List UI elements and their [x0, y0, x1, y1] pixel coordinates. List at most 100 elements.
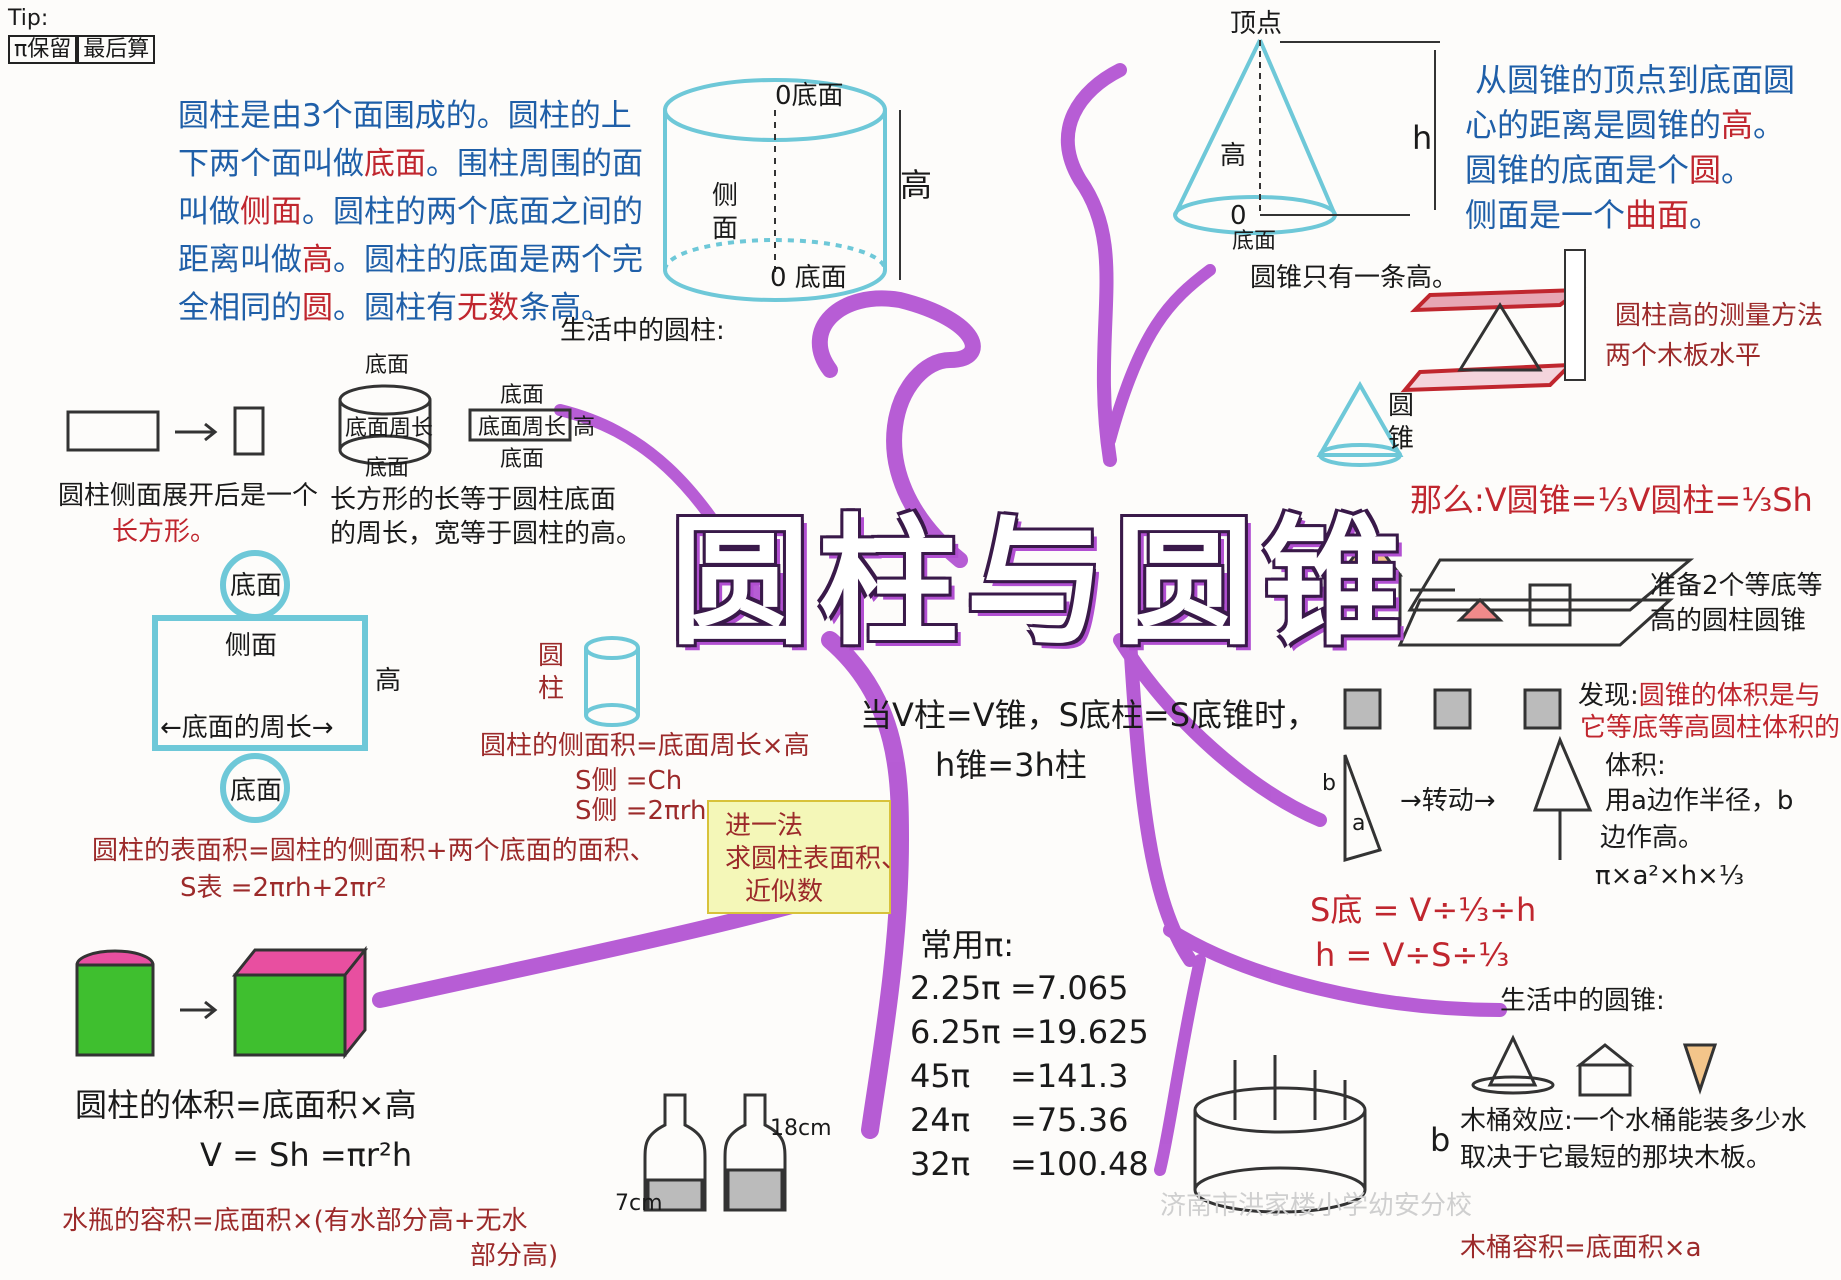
- one-height-note: 圆锥只有一条高。: [1250, 263, 1459, 293]
- unfold-line1: 圆柱侧面展开后是一个: [58, 481, 319, 511]
- cone-solve-l2: h = V÷S÷⅓: [1315, 936, 1510, 974]
- cone-def-l3: 圆锥的底面是个圆。: [1465, 150, 1753, 190]
- cyl-height-label: 高: [900, 166, 933, 204]
- life-cylinder-heading: 生活中的圆柱:: [560, 316, 725, 346]
- experiment: [1337, 532, 1695, 862]
- branch-down-left: [821, 631, 910, 1139]
- rot-vol-l2: 用a边作半径，b: [1605, 786, 1794, 816]
- cone-def-l3b: 。: [1721, 151, 1754, 189]
- pi-row-1-key: 2.25π: [910, 969, 1001, 1007]
- volume-formula: 圆柱的体积=底面积×高: [75, 1086, 417, 1124]
- surface-eq: S表 =2πrh+2πr²: [180, 873, 387, 903]
- branch-right-upper: [1104, 264, 1216, 446]
- measure-l1: 圆柱高的测量方法: [1615, 301, 1824, 331]
- pi-row-3-key: 45π: [910, 1057, 970, 1095]
- barrel-l2: 取决于它最短的那块木板。: [1460, 1143, 1773, 1173]
- rect-relation-1: 长方形的长等于圆柱底面: [330, 485, 617, 515]
- unfold-drawings: [66, 384, 572, 466]
- tip: Tip: π保留最后算: [8, 6, 156, 64]
- cone-center-label: 0: [1230, 201, 1247, 231]
- branch-right-bottom: [1163, 923, 1507, 1017]
- cone-volume-formula: 那么:V圆锥=⅓V圆柱=⅓Sh: [1410, 481, 1813, 519]
- cone-base-label: 底面: [1232, 229, 1277, 254]
- cylinder-diagram: [663, 78, 901, 302]
- cone-diagram: [1173, 39, 1440, 235]
- branch-upper-left: [811, 290, 981, 568]
- net-perimeter: ←底面的周长→: [160, 713, 334, 743]
- rotate-a: a: [1352, 811, 1366, 836]
- discover-l1: 发现:圆锥的体积是与: [1578, 680, 1821, 713]
- bottle-formula: 水瓶的容积=底面积×(有水部分高+无水: [62, 1206, 528, 1236]
- cone-def-l2a: 心的距离是圆锥的: [1465, 106, 1722, 144]
- barrel-l3: 木桶容积=底面积×a: [1460, 1233, 1702, 1263]
- cone-h-label: h: [1412, 119, 1433, 157]
- cone-def-l4k: 曲面: [1625, 196, 1690, 234]
- parts-top: 底面: [365, 353, 410, 378]
- round-up-box: [707, 800, 891, 914]
- cyl-side-label: 侧面: [712, 181, 739, 244]
- cone-apex-label: 顶点: [1230, 9, 1283, 39]
- cone-solve-l1: S底 = V÷⅓÷h: [1310, 891, 1537, 929]
- cone-def-l4b: 。: [1689, 196, 1722, 234]
- pi-row-2-val: =19.625: [1010, 1013, 1149, 1051]
- net-top: 底面: [230, 571, 283, 601]
- cone-tag: 圆锥: [1388, 391, 1415, 454]
- pi-row-3-val: =141.3: [1010, 1057, 1129, 1095]
- round-up-l1: 进一法: [725, 811, 804, 841]
- pi-row-1-val: =7.065: [1010, 969, 1129, 1007]
- def-s5: 。圆柱有: [333, 290, 457, 327]
- cone-def-l2b: 。: [1753, 106, 1786, 144]
- page-title: 圆柱与圆锥: [670, 502, 1411, 665]
- pi-row-2-key: 6.25π: [910, 1013, 1001, 1051]
- surface-formula: 圆柱的表面积=圆柱的侧面积+两个底面的面积、: [92, 836, 656, 866]
- cone-def-l3a: 圆锥的底面是个: [1465, 151, 1690, 189]
- prepare-l1: 准备2个等底等: [1650, 571, 1823, 601]
- rect-bottom: 底面: [500, 447, 545, 472]
- bottles: [643, 1093, 787, 1212]
- pi-table-heading: 常用π:: [920, 926, 1015, 964]
- prepare-l2: 高的圆柱圆锥: [1650, 606, 1807, 636]
- net-height: 高: [375, 666, 402, 696]
- rot-vol-l3: 边作高。: [1600, 823, 1705, 853]
- rot-vol-l1: 体积:: [1605, 751, 1666, 781]
- bottle-formula-2: 部分高): [470, 1241, 559, 1271]
- lateral-cylinder: [584, 636, 640, 727]
- pi-row-5-key: 32π: [910, 1145, 970, 1183]
- cone-def-l1: 从圆锥的顶点到底面圆: [1475, 61, 1796, 99]
- tip-pi: π保留: [8, 35, 78, 64]
- barrel: [1193, 1055, 1367, 1214]
- pi-row-4-val: =75.36: [1010, 1101, 1129, 1139]
- small-cone: [1316, 380, 1404, 467]
- lateral-f1: S侧 =Ch: [575, 766, 683, 796]
- pi-row-4-key: 24π: [910, 1101, 970, 1139]
- def-s4: 。圆柱的底面是两个完全相同的: [178, 242, 643, 327]
- discover-label: 发现:: [1578, 681, 1639, 711]
- rot-vol-l4: π×a²×h×⅓: [1595, 861, 1745, 891]
- lateral-formula: 圆柱的侧面积=底面周长×高: [480, 731, 810, 761]
- equal-vol-l2: h锥=3h柱: [935, 746, 1087, 784]
- rect-top: 底面: [500, 383, 545, 408]
- pi-row-5-val: =100.48: [1010, 1145, 1149, 1183]
- measure-plates: [1400, 249, 1587, 393]
- branch-upper-right: [1060, 63, 1127, 467]
- barrel-l1: 木桶效应:一个水桶能装多少水: [1460, 1106, 1807, 1136]
- cone-def-l2k: 高: [1721, 106, 1754, 144]
- lateral-f2: S侧 =2πrh: [575, 796, 707, 826]
- life-cones: [1471, 1034, 1718, 1097]
- def-k2: 侧面: [240, 194, 302, 231]
- def-k1: 底面: [364, 146, 426, 183]
- round-up-l2: 求圆柱表面积、: [725, 844, 908, 874]
- def-k4: 圆: [302, 290, 333, 327]
- rect-label: 底面周长: [478, 415, 567, 440]
- rect-height: 高: [573, 415, 596, 440]
- equal-vol-l1: 当V柱=V锥，S底柱=S底锥时，: [860, 696, 1319, 734]
- cone-def-l2: 心的距离是圆锥的高。: [1465, 105, 1785, 145]
- cone-def-l4a: 侧面是一个: [1465, 196, 1626, 234]
- def-s1: 圆柱是由3个面围成的。圆柱的上下两个面叫做: [178, 98, 632, 183]
- branch-left-mid: [554, 404, 766, 606]
- net-side: 侧面: [225, 631, 278, 661]
- def-s2: 。围柱周围的面叫做: [178, 146, 643, 231]
- cone-def-l4: 侧面是一个曲面。: [1465, 195, 1721, 235]
- unfold-line2: 长方形。: [112, 517, 217, 547]
